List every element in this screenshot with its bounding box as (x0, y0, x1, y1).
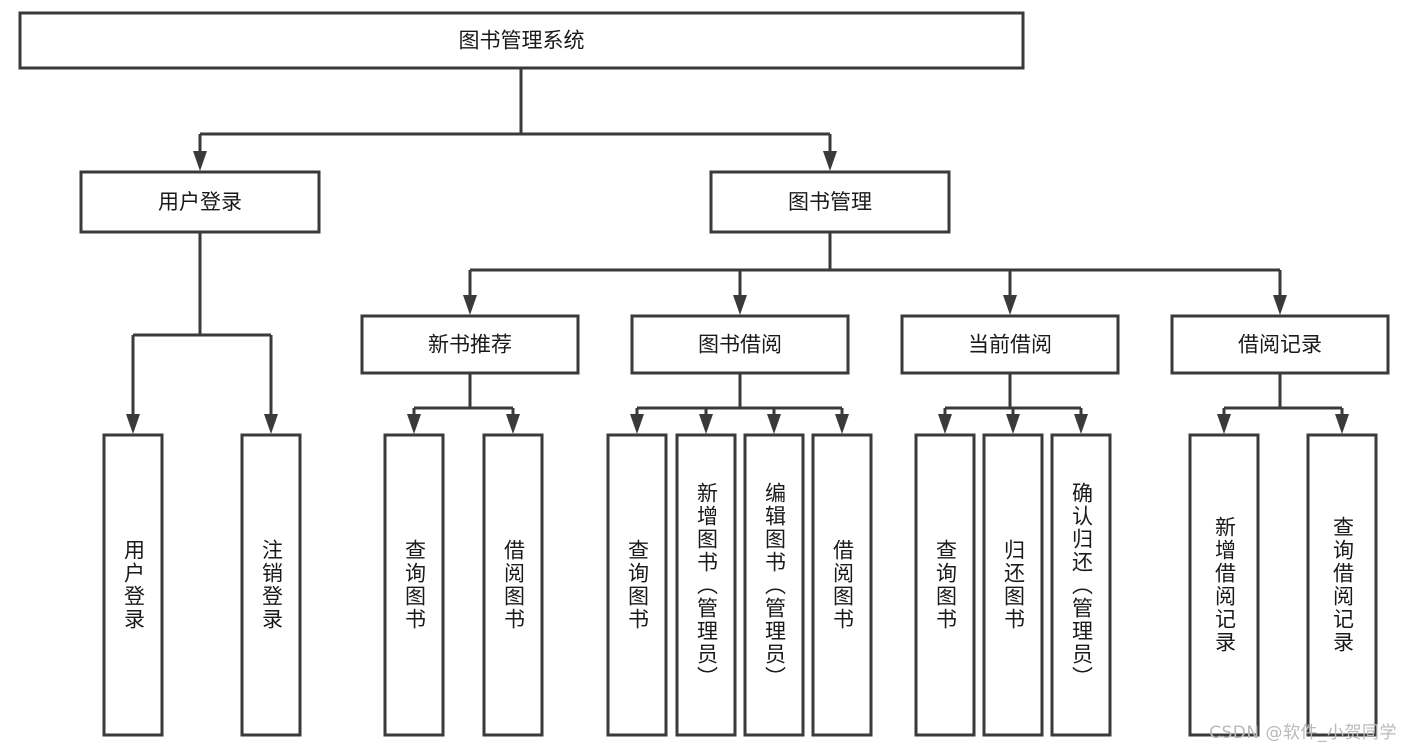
node-box-new-book-recommend[interactable] (360, 314, 580, 375)
node-box-leaf-add-book[interactable] (675, 433, 737, 737)
arrow-head-icon (823, 151, 837, 171)
node-label-book-borrow: 图书借阅 (698, 333, 782, 357)
arrow-head-icon (938, 414, 952, 434)
node-box-leaf-borrow-book-1[interactable] (482, 433, 544, 737)
node-box-book-borrow[interactable] (630, 314, 850, 375)
arrow-head-icon (463, 295, 477, 315)
node-box-borrow-record[interactable] (1170, 314, 1390, 375)
node-box-leaf-return-book[interactable] (982, 433, 1044, 737)
node-label-root: 图书管理系统 (459, 29, 585, 53)
arrow-head-icon (1003, 295, 1017, 315)
arrow-head-icon (835, 414, 849, 434)
connector-layer (126, 68, 1349, 434)
node-box-book-manage[interactable] (709, 170, 951, 234)
node-box-leaf-edit-book[interactable] (743, 433, 805, 737)
node-box-user-login[interactable] (79, 170, 321, 234)
node-box-layer (18, 11, 1390, 737)
arrow-head-icon (630, 414, 644, 434)
node-box-leaf-confirm-return[interactable] (1050, 433, 1112, 737)
node-label-book-manage: 图书管理 (788, 190, 872, 214)
arrow-head-icon (193, 151, 207, 171)
node-box-leaf-user-login[interactable] (102, 433, 164, 737)
node-box-leaf-borrow-book-2[interactable] (811, 433, 873, 737)
watermark-credit: CSDN @软件_小贺同学 (1209, 723, 1397, 743)
arrow-head-icon (767, 414, 781, 434)
node-box-leaf-query-book-2[interactable] (606, 433, 668, 737)
arrow-head-icon (1006, 414, 1020, 434)
node-label-current-borrow: 当前借阅 (968, 333, 1052, 357)
node-box-leaf-query-book-3[interactable] (914, 433, 976, 737)
node-label-borrow-record: 借阅记录 (1238, 333, 1322, 357)
arrow-head-icon (733, 295, 747, 315)
arrow-head-icon (1335, 414, 1349, 434)
node-box-root[interactable] (18, 11, 1025, 70)
node-box-current-borrow[interactable] (900, 314, 1120, 375)
arrow-head-icon (699, 414, 713, 434)
arrow-head-icon (506, 414, 520, 434)
arrow-head-icon (1217, 414, 1231, 434)
arrow-head-icon (407, 414, 421, 434)
node-box-leaf-logout-login[interactable] (240, 433, 302, 737)
arrow-head-icon (1273, 295, 1287, 315)
node-label-new-book-recommend: 新书推荐 (428, 333, 512, 357)
arrow-head-icon (1074, 414, 1088, 434)
node-box-leaf-query-book-1[interactable] (383, 433, 445, 737)
arrow-head-icon (264, 414, 278, 434)
node-box-leaf-query-borrow-record[interactable] (1306, 433, 1378, 737)
arrow-head-icon (126, 414, 140, 434)
node-label-user-login: 用户登录 (158, 190, 242, 214)
node-box-leaf-add-borrow-record[interactable] (1188, 433, 1260, 737)
